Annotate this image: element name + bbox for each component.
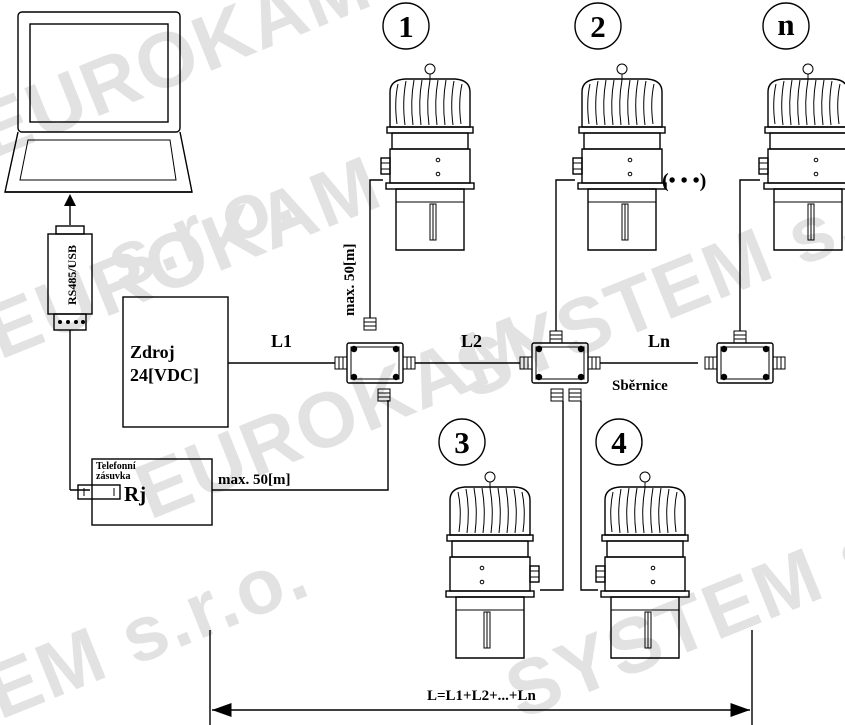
converter-label: RS485/USB xyxy=(65,245,79,305)
cable-to-unit-1 xyxy=(369,179,383,318)
cable-to-unit-n xyxy=(739,179,760,331)
junction-box-n xyxy=(704,330,786,384)
cable-max-vertical: max. 50[m] xyxy=(342,244,358,316)
turbine-ventilator-1 xyxy=(380,63,475,251)
unit-number-3: 3 xyxy=(438,418,486,466)
laptop-icon xyxy=(4,11,193,193)
rj-connector-label: Rj xyxy=(124,482,146,506)
cable-to-unit-3 xyxy=(540,401,564,591)
rs485-usb-converter: RS485/USB xyxy=(47,225,93,331)
more-units-ellipsis: (• • •) xyxy=(662,170,706,192)
socket-label-1: Telefonní xyxy=(96,461,136,472)
segment-ln-label: Ln xyxy=(648,331,670,351)
unit-number-1: 1 xyxy=(382,2,430,50)
cable-to-unit-2 xyxy=(555,179,575,331)
power-supply-label-1: Zdroj xyxy=(130,342,175,362)
unit-number-n: n xyxy=(762,2,810,50)
unit-number-2: 2 xyxy=(574,2,622,50)
telephone-socket: Telefonní zásuvka Rj xyxy=(77,458,213,526)
turbine-ventilator-2 xyxy=(572,63,667,251)
socket-label-2: zásuvka xyxy=(96,471,130,482)
unit-number-2-text: 2 xyxy=(590,9,606,44)
cable-to-unit-4 xyxy=(580,401,598,591)
watermark: SYSTEM s xyxy=(493,504,845,725)
unit-number-4-text: 4 xyxy=(611,425,627,460)
unit-number-4: 4 xyxy=(595,418,643,466)
power-supply: Zdroj 24[VDC] xyxy=(122,296,229,428)
power-supply-label-2: 24[VDC] xyxy=(130,365,199,385)
watermark: EM s.r.o. xyxy=(0,527,320,725)
unit-number-n-text: n xyxy=(777,7,794,42)
unit-number-1-text: 1 xyxy=(398,9,414,44)
cable-socket-to-bus xyxy=(212,400,389,491)
cable-max-horizontal: max. 50[m] xyxy=(218,472,290,488)
total-length-label: L=L1+L2+...+Ln xyxy=(427,688,536,704)
total-length-dimension: L=L1+L2+...+Ln xyxy=(209,630,753,725)
segment-l2-label: L2 xyxy=(461,331,482,351)
watermark: SYSTEM s.r.o. xyxy=(443,128,845,416)
unit-number-3-text: 3 xyxy=(454,425,470,460)
bus-label: Sběrnice xyxy=(612,378,668,394)
segment-l1-label: L1 xyxy=(271,331,292,351)
turbine-ventilator-3 xyxy=(445,471,540,659)
